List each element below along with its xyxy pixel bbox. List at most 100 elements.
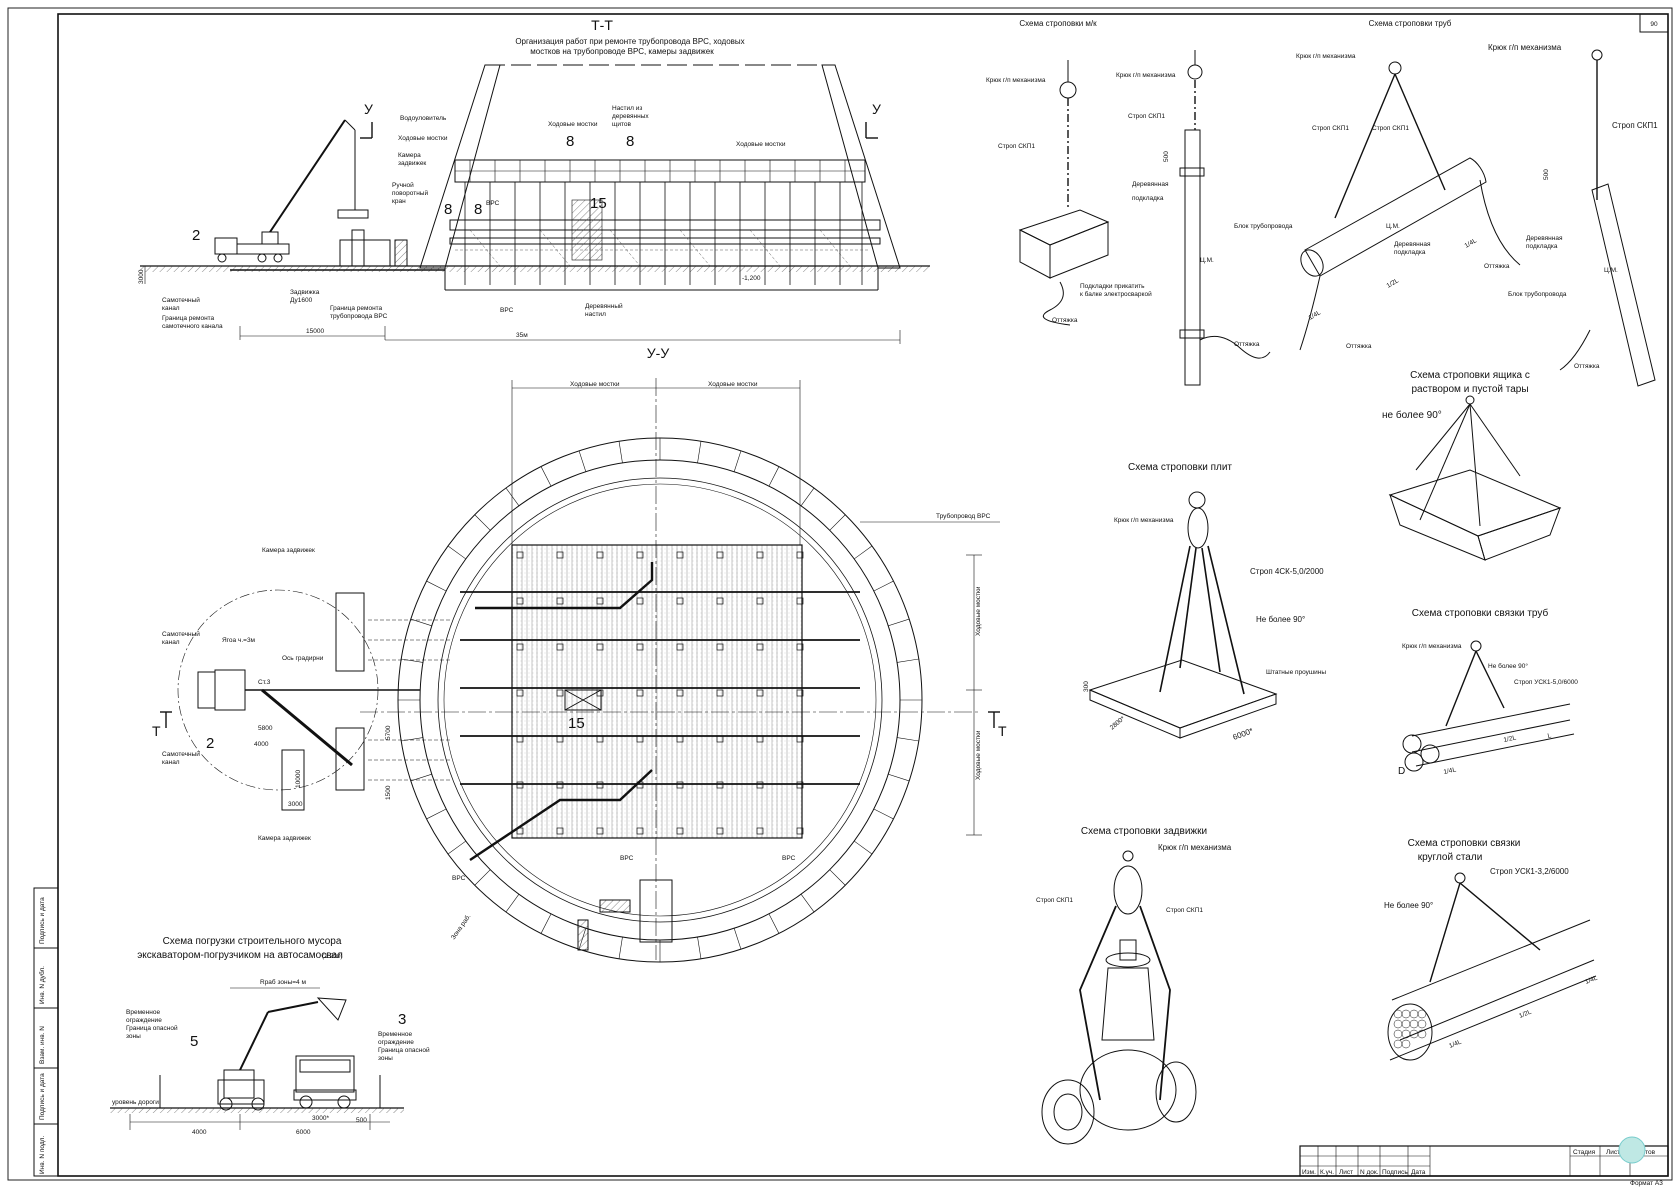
column-marker bbox=[516, 551, 524, 559]
plates-strop: Строп 4СК-5,0/2000 bbox=[1250, 567, 1324, 576]
column-marker bbox=[676, 827, 684, 835]
column-marker bbox=[636, 643, 644, 651]
section-yy-title: У-У bbox=[647, 345, 670, 361]
mk-cm: Ц.М. bbox=[1200, 257, 1214, 264]
tt-hod-mostki-3: Ходовые мостки bbox=[736, 141, 786, 148]
yy-truboprovod: Трубопровод ВРС bbox=[936, 512, 991, 520]
yy-vrs-c: ВРС bbox=[782, 855, 796, 862]
ring-segment bbox=[474, 869, 491, 886]
ring-segment bbox=[888, 618, 910, 627]
column-marker bbox=[636, 597, 644, 605]
ring-segment bbox=[505, 893, 520, 913]
stamp-inv-dubl: Инв. N дубл. bbox=[38, 966, 46, 1004]
tt-granica-2: самотечного канала bbox=[162, 323, 223, 330]
section-tt-subtitle-2: мостков на трубопроводе ВРС, камеры задв… bbox=[530, 47, 714, 56]
rod-end bbox=[1401, 1009, 1411, 1019]
loading-fence-left-4: зоны bbox=[126, 1033, 141, 1040]
tt-derev-nastil-1: Деревянный bbox=[585, 302, 623, 310]
tb-kuch: К.уч. bbox=[1320, 1169, 1334, 1176]
bundle-l1: 1/4L bbox=[1443, 766, 1457, 776]
rod-end bbox=[1393, 1019, 1403, 1029]
scheme-mk: Схема строповки м/к Крюк г/п механизма С… bbox=[986, 19, 1271, 386]
column-marker bbox=[756, 597, 764, 605]
tt-zadvizhka-1: Задвижка bbox=[290, 289, 320, 296]
ring-segment bbox=[829, 869, 846, 886]
inner-frame bbox=[57, 13, 1669, 1177]
ring-segment bbox=[410, 618, 432, 627]
tt-num-8a: 8 bbox=[566, 133, 574, 150]
column-marker bbox=[676, 643, 684, 651]
loading-fence-right-3: Граница опасной bbox=[378, 1046, 430, 1054]
ring-segment bbox=[447, 840, 467, 855]
ring-segment bbox=[888, 773, 910, 782]
pipes-blok: Блок трубопровода bbox=[1234, 222, 1293, 230]
section-yy: У-У Ходовые мостки Ходовые мостки Ходовы… bbox=[152, 345, 1007, 963]
bundle-angle: Не более 90° bbox=[1488, 662, 1528, 670]
loading-dim-500: 500 bbox=[356, 1117, 367, 1124]
yy-kamera-top: Камера задвижек bbox=[262, 547, 315, 554]
column-marker bbox=[716, 827, 724, 835]
yy-hod-top-left: Ходовые мостки bbox=[570, 381, 620, 388]
plates-dim-2800: 2800* bbox=[1109, 715, 1127, 732]
column-marker bbox=[636, 689, 644, 697]
plates-dim-300: 300 bbox=[1083, 681, 1090, 692]
column-marker bbox=[716, 551, 724, 559]
section-tt-title: Т-Т bbox=[591, 17, 613, 33]
yy-dim-3000: 3000 bbox=[288, 801, 303, 808]
column-marker bbox=[516, 781, 524, 789]
yy-kamera-bot: Камера задвижек bbox=[258, 835, 311, 842]
sheet-number: 90 bbox=[1650, 21, 1658, 28]
column-marker bbox=[716, 735, 724, 743]
column-marker bbox=[716, 643, 724, 651]
column-marker bbox=[596, 551, 604, 559]
column-marker bbox=[796, 689, 804, 697]
pipes-ottyazhka-3: Оттяжка bbox=[1574, 363, 1600, 370]
yy-yama: Ягоа ч.=3м bbox=[222, 637, 256, 644]
tb-list-r: Лист bbox=[1606, 1149, 1620, 1156]
column-marker bbox=[636, 735, 644, 743]
loading-title-2: экскаватором-погрузчиком на автосамосвал bbox=[137, 950, 343, 961]
tt-samotech-1: Самотечный bbox=[162, 296, 200, 304]
loading-fence-left-1: Временное bbox=[126, 1009, 160, 1016]
column-marker bbox=[516, 643, 524, 651]
tt-kamera-1: Камера bbox=[398, 152, 421, 159]
rod-end bbox=[1417, 1029, 1427, 1039]
rod-end bbox=[1401, 1019, 1411, 1029]
mk-title: Схема строповки м/к bbox=[1019, 19, 1097, 28]
column-marker bbox=[796, 735, 804, 743]
bundle-hook: Крюк г/п механизма bbox=[1402, 643, 1462, 650]
pipes-strop-3: Строп СКП1 bbox=[1612, 121, 1658, 130]
yy-hod-right-top: Ходовые мостки bbox=[975, 586, 982, 636]
stamp-sign-date-2: Подпись и дата bbox=[39, 897, 46, 944]
column-marker bbox=[596, 643, 604, 651]
column-marker bbox=[516, 597, 524, 605]
ring-segment bbox=[505, 487, 520, 507]
yy-samotech-top-2: канал bbox=[162, 639, 180, 646]
yy-dim-5800: 5800 bbox=[258, 725, 273, 732]
sheet-number-box bbox=[1639, 13, 1669, 33]
ring-segment bbox=[896, 737, 919, 742]
ring-segment bbox=[447, 545, 467, 560]
ring-segment bbox=[873, 580, 894, 592]
tt-y-right: У bbox=[872, 101, 881, 117]
column-marker bbox=[596, 827, 604, 835]
valve-strop-1: Строп СКП1 bbox=[1036, 897, 1073, 904]
pipes-title: Схема строповки труб bbox=[1369, 19, 1452, 28]
yy-zona: Зона раб. bbox=[449, 912, 472, 941]
mk-podkladki-2: к балке электросваркой bbox=[1080, 290, 1152, 298]
rod-end bbox=[1393, 1009, 1403, 1019]
loading-dim-4000: 4000 bbox=[192, 1129, 207, 1136]
box-title-1: Схема строповки ящика с bbox=[1410, 370, 1530, 381]
round-l2: 1/2L bbox=[1518, 1008, 1533, 1019]
scheme-box: Схема строповки ящика с раствором и пуст… bbox=[1382, 370, 1562, 561]
column-marker bbox=[596, 735, 604, 743]
pipes-strop-2: Строп СКП1 bbox=[1372, 125, 1409, 132]
ring-segment bbox=[540, 466, 552, 487]
tt-num-8b: 8 bbox=[626, 133, 634, 150]
plates-angle: Не более 90° bbox=[1256, 615, 1305, 624]
loading-dim-3000: 3000* bbox=[312, 1115, 329, 1122]
loading-zone: Rраб зоны=4 м bbox=[260, 978, 306, 986]
mk-strop: Строп СКП1 bbox=[998, 143, 1035, 150]
ring-segment bbox=[853, 545, 873, 560]
mk-ottyazhka: Оттяжка bbox=[1052, 317, 1078, 324]
